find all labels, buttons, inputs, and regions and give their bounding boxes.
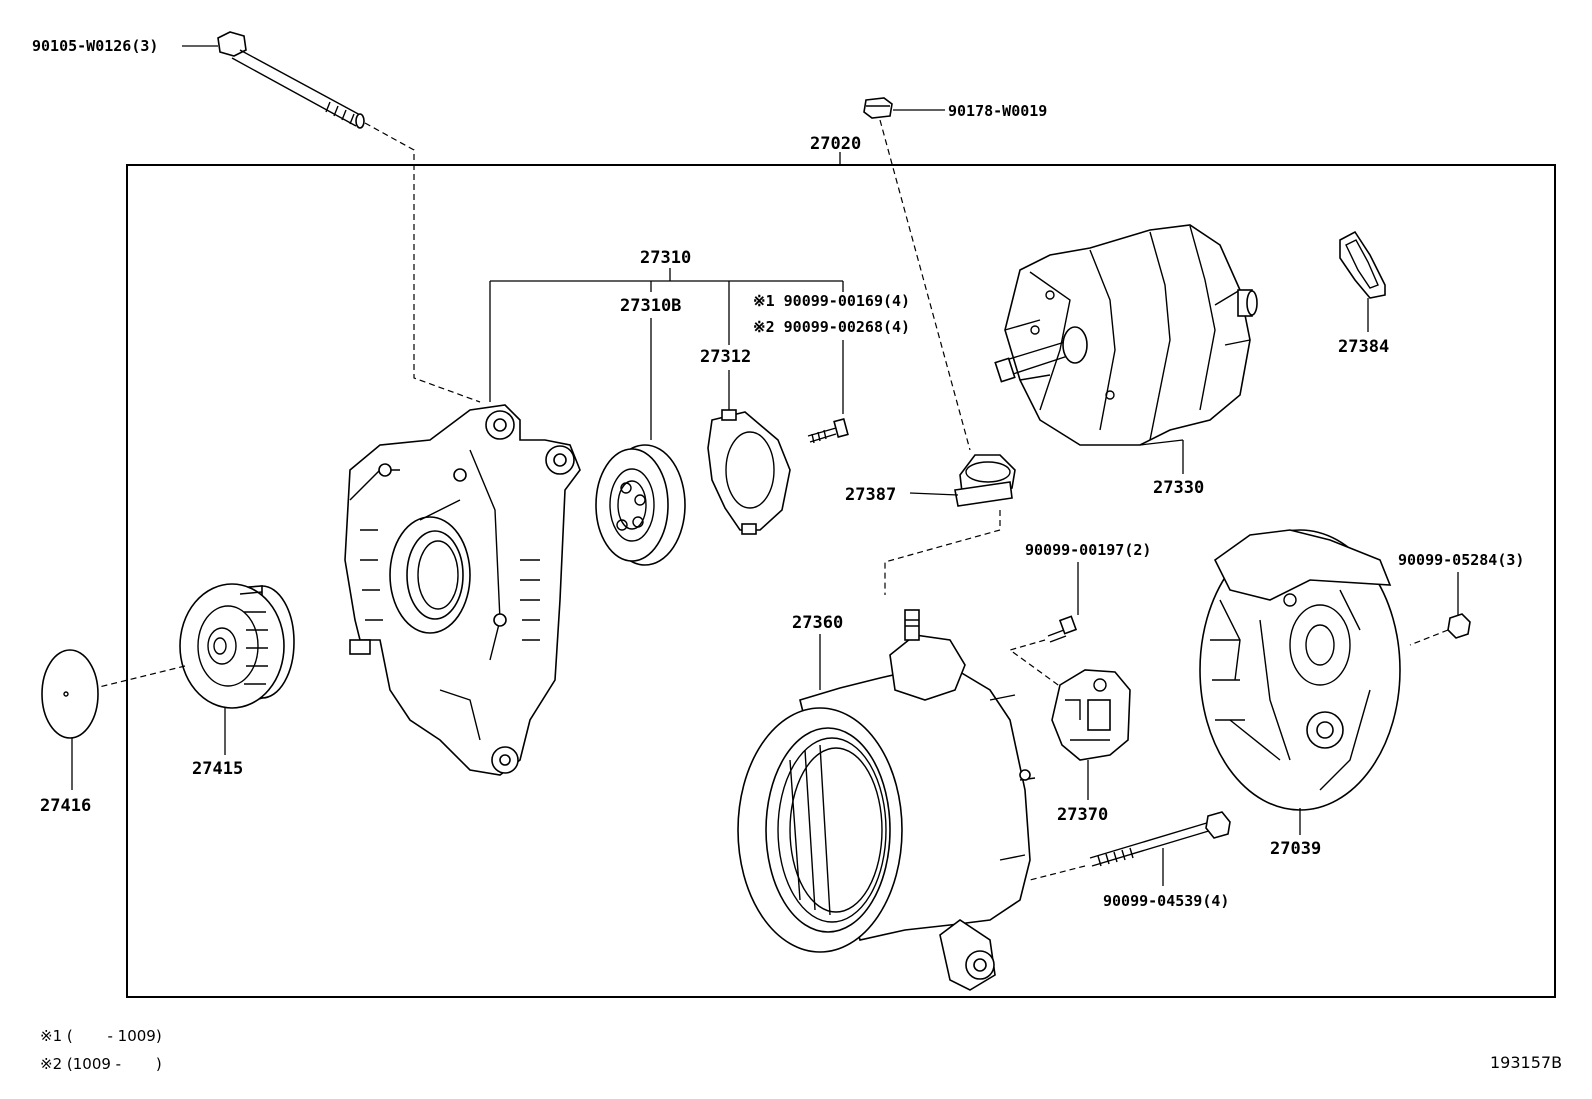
label-screw-1: ※1 90099-00169(4) bbox=[753, 292, 910, 310]
regulator-screw[interactable] bbox=[1047, 615, 1078, 643]
label-stator: 27360 bbox=[792, 613, 843, 633]
label-rear-cover: 27039 bbox=[1270, 839, 1321, 859]
label-bolt-top: 90105-W0126(3) bbox=[32, 37, 158, 55]
label-ring: 27384 bbox=[1338, 337, 1389, 357]
assembly-frame bbox=[126, 164, 1556, 998]
note-1: ※1 ( - 1009) bbox=[40, 1027, 162, 1045]
bearing[interactable] bbox=[595, 444, 686, 566]
label-cover-nut: 90099-05284(3) bbox=[1398, 551, 1524, 569]
rotor[interactable] bbox=[994, 224, 1258, 446]
insulator[interactable] bbox=[954, 454, 1016, 507]
note-2: ※2 (1009 - ) bbox=[40, 1055, 162, 1073]
label-regulator-screw: 90099-00197(2) bbox=[1025, 541, 1151, 559]
label-rotor: 27330 bbox=[1153, 478, 1204, 498]
label-frame-assy: 27310 bbox=[640, 248, 691, 268]
label-regulator: 27370 bbox=[1057, 805, 1108, 825]
ring[interactable] bbox=[1339, 230, 1386, 299]
label-nut-top: 90178-W0019 bbox=[948, 102, 1047, 120]
label-pulley: 27415 bbox=[192, 759, 243, 779]
nut-top[interactable] bbox=[863, 97, 893, 119]
pulley[interactable] bbox=[179, 583, 295, 709]
pulley-cap[interactable] bbox=[41, 649, 99, 739]
figure-id: 193157B bbox=[1490, 1053, 1562, 1072]
retainer-screw[interactable] bbox=[807, 417, 849, 444]
label-insulator: 27387 bbox=[845, 485, 896, 505]
through-bolt-top[interactable] bbox=[217, 31, 365, 129]
rear-cover[interactable] bbox=[1199, 529, 1401, 811]
label-screw-2: ※2 90099-00268(4) bbox=[753, 318, 910, 336]
label-pulley-cap: 27416 bbox=[40, 796, 91, 816]
assembly-label: 27020 bbox=[810, 134, 861, 154]
stator[interactable] bbox=[737, 609, 1036, 991]
label-retainer-plate: 27312 bbox=[700, 347, 751, 367]
regulator[interactable] bbox=[1051, 669, 1131, 761]
cover-nut[interactable] bbox=[1447, 613, 1471, 639]
through-bolt-bottom[interactable] bbox=[1089, 811, 1231, 867]
label-bearing: 27310B bbox=[620, 296, 681, 316]
label-bolt-bottom: 90099-04539(4) bbox=[1103, 892, 1229, 910]
retainer-plate[interactable] bbox=[707, 409, 791, 535]
drive-end-frame[interactable] bbox=[344, 404, 581, 776]
